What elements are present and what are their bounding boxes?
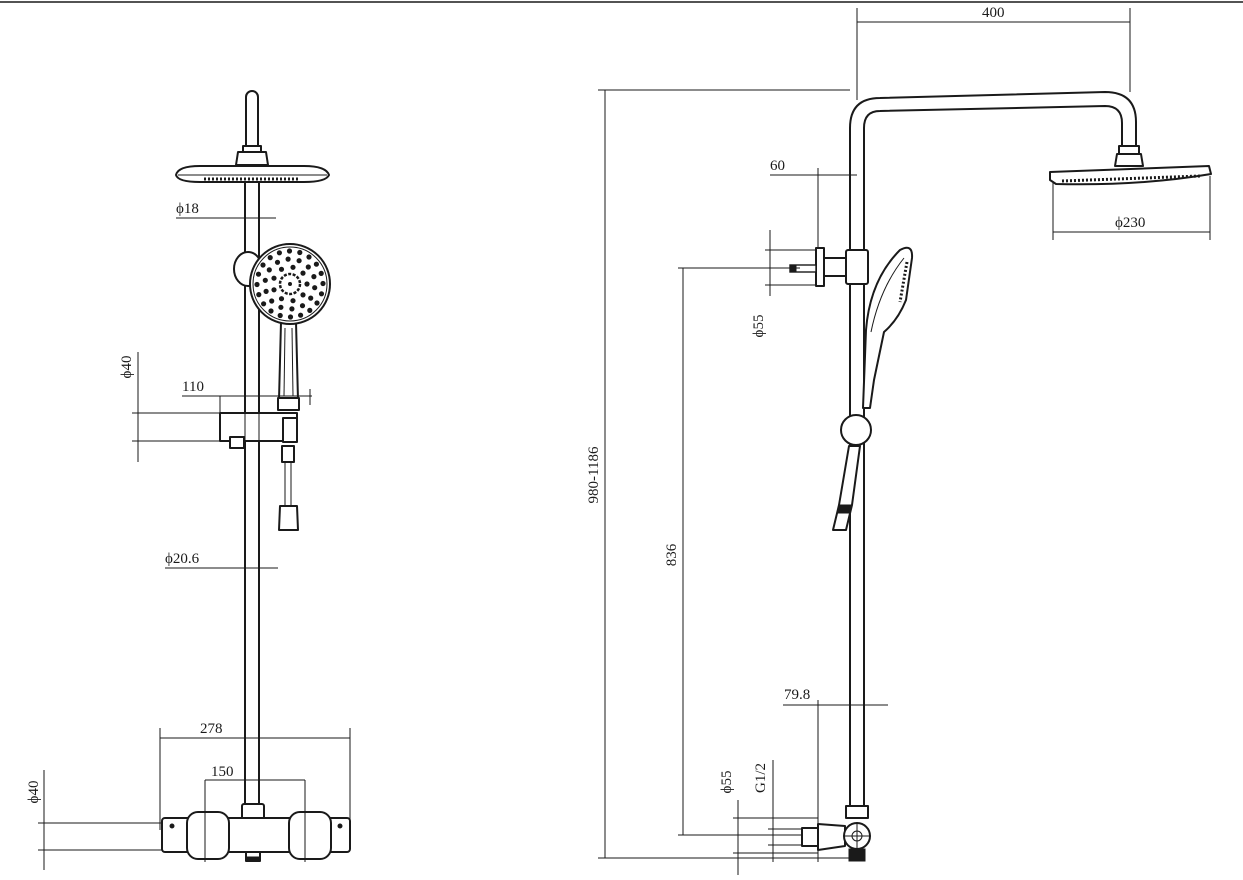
- mixer-outlet-tip: [245, 856, 261, 862]
- nozzle-dot: [289, 306, 295, 312]
- dim-label-60: 60: [770, 158, 785, 174]
- handle-edge-line: [283, 327, 286, 397]
- mixer-end-screw: [337, 823, 343, 829]
- hose-end-band: [836, 504, 853, 514]
- nozzle-dot: [318, 270, 324, 276]
- valve-outlet-nut: [848, 848, 866, 862]
- dim-label-phi55-lower: ϕ55: [719, 771, 735, 794]
- bracket-stem: [823, 257, 847, 277]
- nozzle-dot: [296, 258, 302, 264]
- nozzle-dot: [267, 255, 273, 261]
- dim-label-400: 400: [982, 5, 1005, 21]
- nozzle-dot: [278, 296, 285, 302]
- nozzle-dot: [318, 291, 325, 297]
- nozzle-dot: [266, 267, 272, 273]
- nozzle-dot: [311, 274, 317, 280]
- rain-head-nozzles: [1061, 174, 1201, 183]
- head-nut: [1114, 153, 1144, 167]
- nozzle-dot: [278, 266, 285, 272]
- nozzle-dot: [268, 308, 274, 314]
- nozzle-dot: [308, 295, 314, 301]
- slider-knob: [229, 436, 245, 449]
- dim-label-phi40-upper: ϕ40: [119, 356, 135, 379]
- handle-edge-line: [291, 327, 294, 397]
- dim-label-278: 278: [200, 721, 223, 737]
- dim-label-836: 836: [664, 543, 680, 566]
- dim-label-phi40-lower: ϕ40: [26, 781, 42, 804]
- nozzle-dot: [314, 300, 320, 306]
- rain-shower-head: [175, 165, 330, 183]
- nozzle-dot: [271, 287, 277, 293]
- hand-shower-center-ring: [278, 272, 302, 296]
- wall-plate: [815, 247, 825, 287]
- hand-shower-nozzles: [898, 261, 909, 303]
- overhead-arm: [245, 90, 259, 151]
- hand-shower-face-rim: [252, 246, 328, 322]
- dim-label-phi18: ϕ18: [176, 201, 199, 217]
- nozzle-dot: [271, 275, 277, 281]
- nozzle-dot: [313, 261, 319, 267]
- hand-shower-nozzles: [254, 248, 326, 320]
- nozzle-dot: [276, 250, 282, 256]
- hose-end: [278, 505, 299, 531]
- flow-knob: [288, 811, 332, 860]
- handle-end-cap: [277, 397, 300, 411]
- head-connector: [235, 151, 269, 166]
- dim-label-g1-2: G1/2: [753, 763, 769, 793]
- dim-label-79-8: 79.8: [784, 687, 810, 703]
- temperature-knob: [186, 811, 230, 860]
- nozzle-dot: [269, 298, 275, 304]
- eccentric-nut: [801, 827, 819, 847]
- nozzle-dot: [320, 280, 326, 287]
- hand-shower-contour: [870, 257, 905, 333]
- nozzle-dot: [306, 254, 312, 260]
- nozzle-dot: [262, 277, 268, 283]
- dim-label-phi55-upper: ϕ55: [751, 315, 767, 338]
- dim-label-980-1186: 980-1186: [586, 446, 602, 503]
- nozzle-dot: [300, 270, 306, 276]
- nozzle-dot: [297, 249, 303, 256]
- side-view: 400 ϕ230 60 ϕ55 980-1186: [586, 5, 1212, 875]
- riser-and-arm: [849, 91, 1137, 816]
- nozzle-dot: [261, 301, 267, 307]
- nozzle-dot: [254, 281, 260, 288]
- hand-shower-side: [862, 246, 914, 409]
- nozzle-dot: [256, 292, 262, 298]
- mixer-end-screw: [169, 823, 175, 829]
- nozzle-dot: [260, 262, 266, 268]
- riser-clamp: [845, 249, 869, 285]
- hose-connector: [281, 445, 295, 463]
- slider-cradle: [282, 417, 298, 443]
- slider-ball: [840, 414, 872, 446]
- nozzle-dot: [277, 312, 283, 319]
- nozzle-dot: [285, 256, 291, 262]
- front-view: ϕ18 ϕ40 110 ϕ20.6: [26, 90, 351, 870]
- dim-label-phi230: ϕ230: [1115, 215, 1145, 231]
- nozzle-dot: [304, 281, 310, 287]
- nozzle-dot: [290, 298, 296, 304]
- dim-label-150: 150: [211, 764, 234, 780]
- dim-label-110: 110: [182, 379, 204, 395]
- nozzle-dot: [263, 288, 269, 294]
- hand-shower-center-dot: [288, 282, 292, 286]
- nozzle-dot: [274, 259, 281, 265]
- nozzle-dot: [278, 304, 284, 310]
- nozzle-dot: [300, 292, 306, 298]
- nozzle-dot: [290, 264, 296, 270]
- dim-label-phi20-6: ϕ20.6: [165, 551, 200, 567]
- hand-shower-handle: [278, 321, 299, 401]
- nozzle-dot: [307, 307, 313, 313]
- head-connector: [1118, 145, 1140, 155]
- nozzle-dot: [287, 314, 294, 320]
- nozzle-dot: [286, 248, 293, 254]
- nozzle-dot: [312, 285, 318, 291]
- nozzle-dot: [305, 264, 311, 270]
- eccentric-connector: [817, 823, 846, 851]
- nozzle-dot: [299, 303, 306, 309]
- nozzle-dot: [298, 312, 304, 318]
- riser-bottom-collar: [845, 805, 869, 819]
- nozzle-dot: [255, 271, 262, 277]
